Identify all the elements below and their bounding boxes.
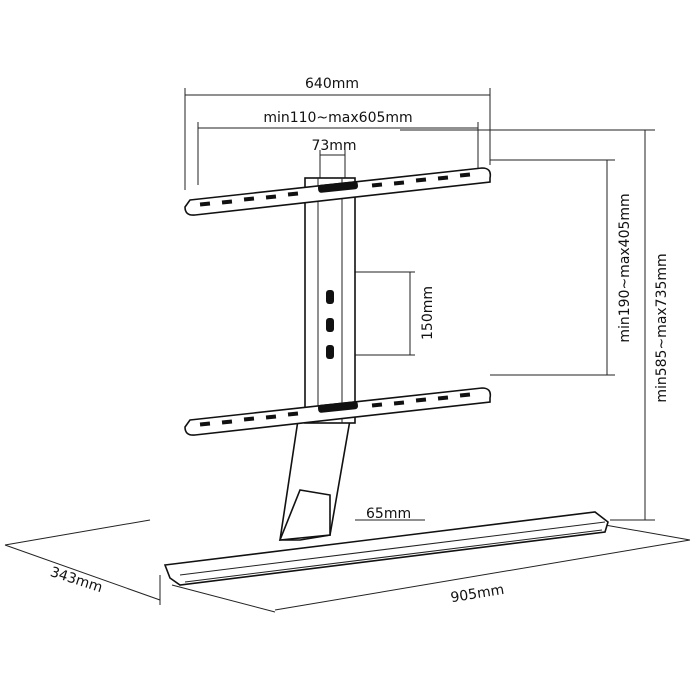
dimension-lines [4, 88, 691, 613]
label-rail-range: min110~max605mm [263, 110, 412, 126]
stand-base [163, 419, 609, 586]
label-905mm: 905mm [449, 582, 505, 606]
label-rail-height: min190~max405mm [617, 193, 633, 342]
center-column [304, 177, 356, 424]
label-640mm: 640mm [305, 76, 359, 92]
label-73mm: 73mm [311, 138, 356, 154]
top-rail [184, 167, 492, 216]
bottom-rail [184, 387, 492, 436]
label-total-height: min585~max735mm [654, 253, 670, 402]
label-343mm: 343mm [48, 564, 104, 596]
label-65mm: 65mm [366, 506, 411, 522]
label-150mm: 150mm [420, 286, 436, 340]
